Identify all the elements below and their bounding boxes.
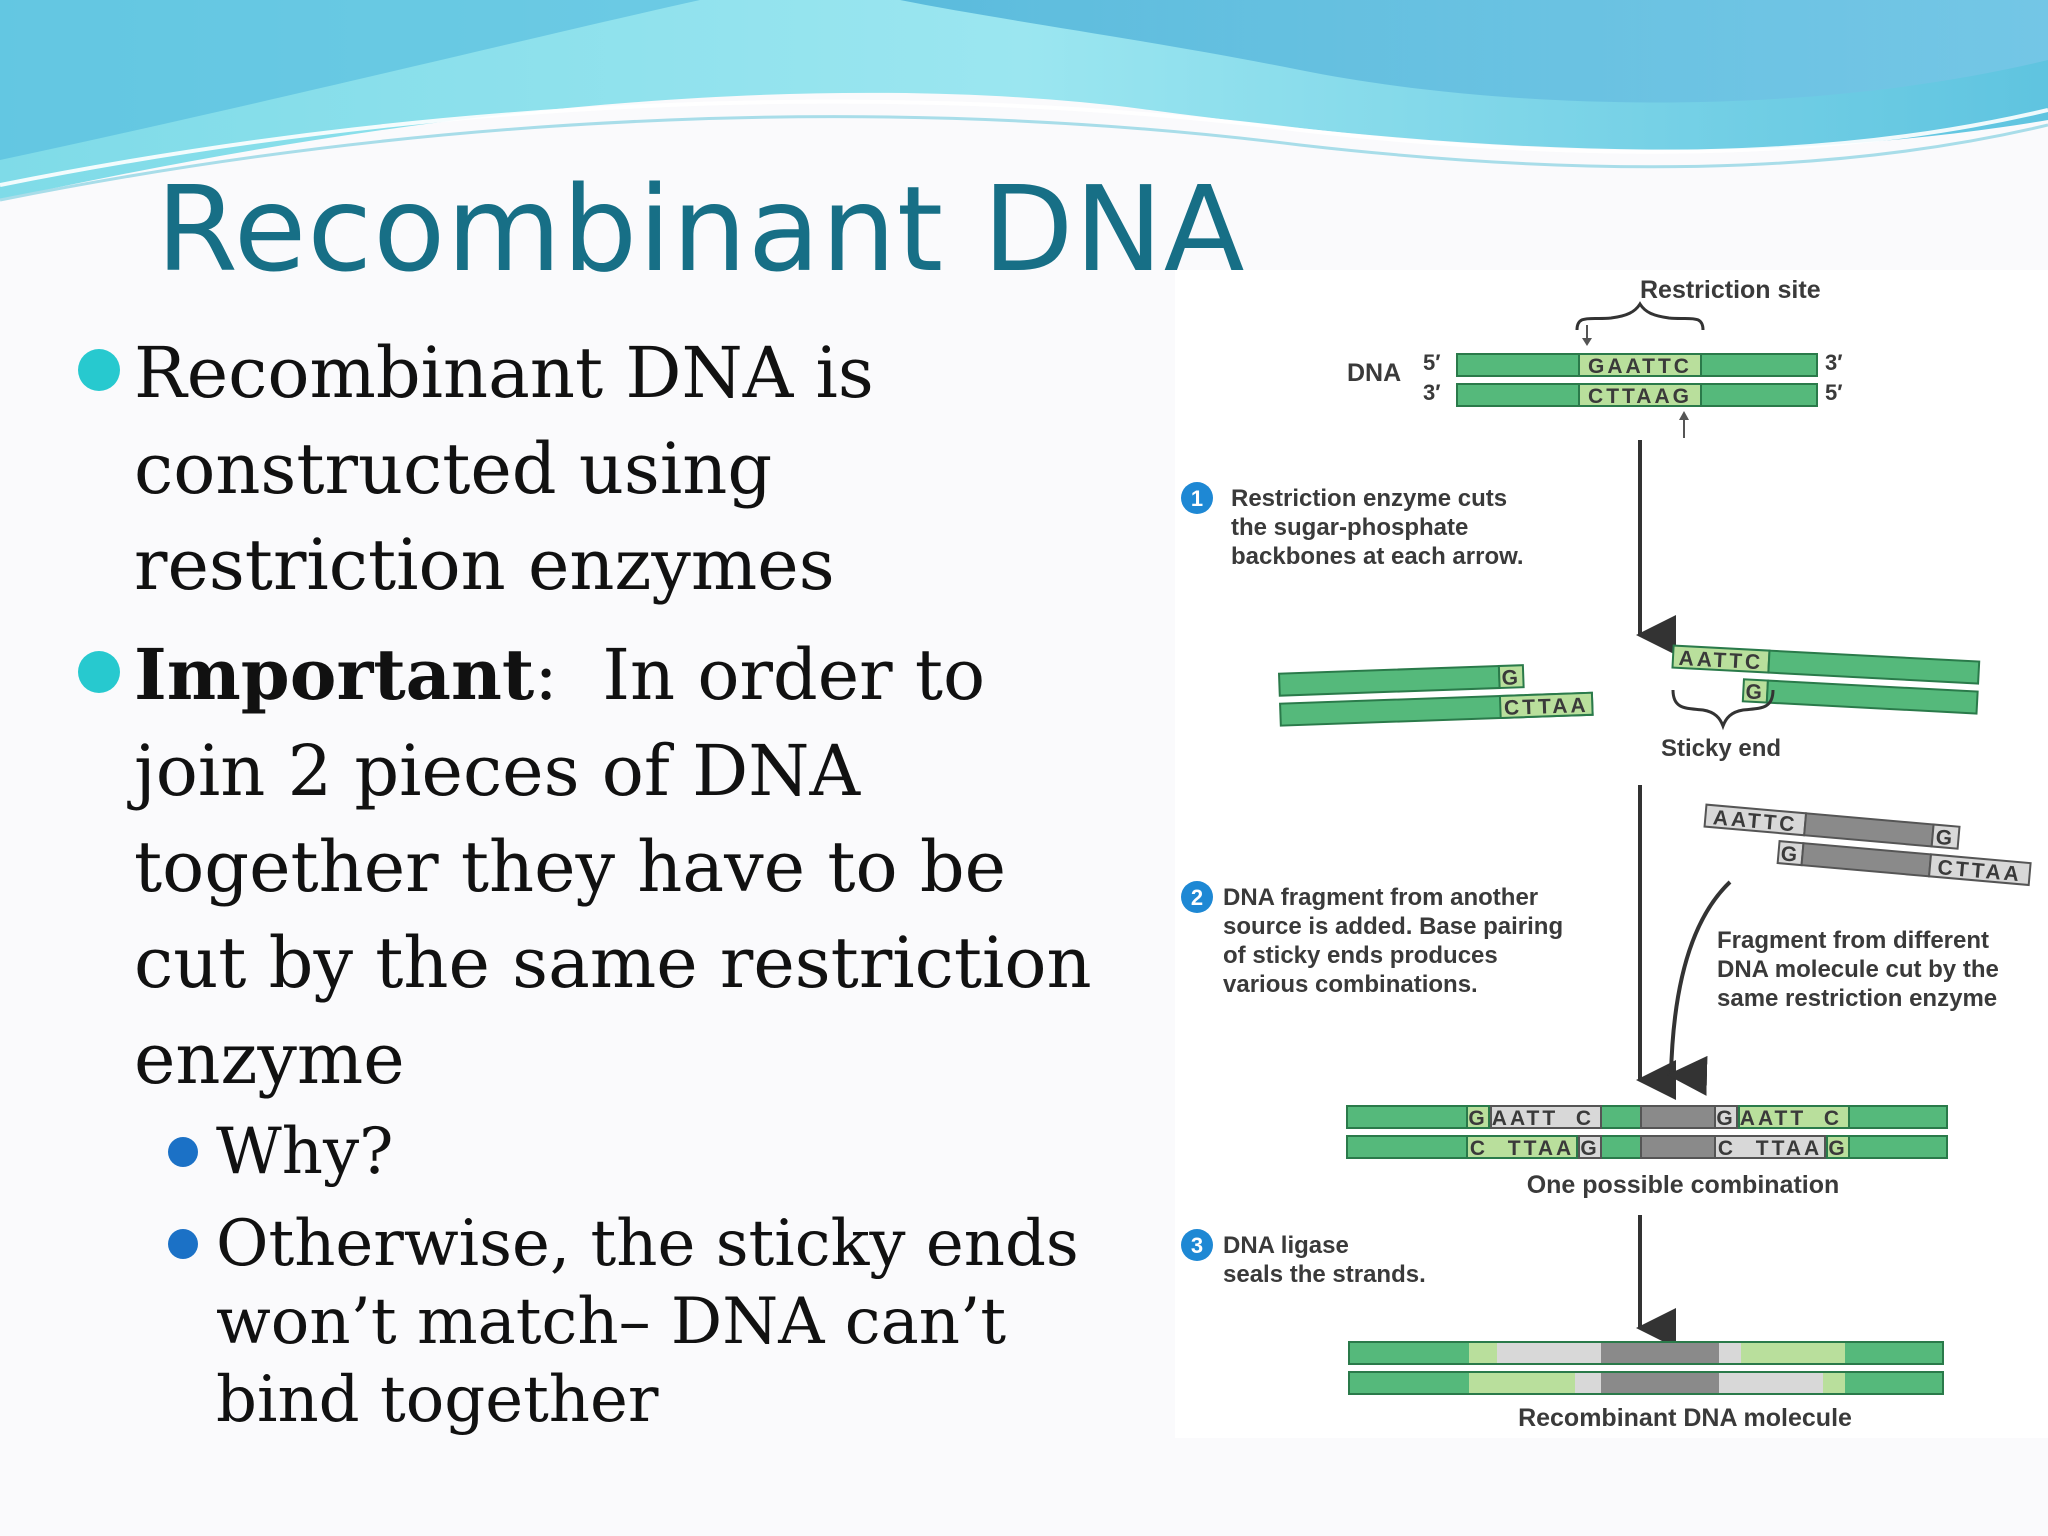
sticky-g: G <box>1501 666 1521 690</box>
gray-g: G <box>1935 826 1956 851</box>
five-prime-label: 5′ <box>1423 350 1441 375</box>
bullet-item: Important: In order to join 2 pieces of … <box>76 627 1136 1107</box>
recombinant-molecule <box>1348 1341 1944 1395</box>
step3-text: DNA ligase seals the strands. <box>1223 1232 1426 1288</box>
combo-c: C <box>1718 1137 1736 1160</box>
bullet-bold-text: Important <box>134 633 535 716</box>
recombinant-dna-diagram: Restriction site DNA 5′ 3′ GAATTC CTTAAG… <box>1175 270 2048 1438</box>
bullet-item: Recombinant DNA is constructed using res… <box>76 325 1136 613</box>
combo-c: C <box>1470 1137 1488 1160</box>
gray-fragment: AATTC G G CTTAA <box>1703 803 2032 886</box>
sub-bullet-item: Otherwise, the sticky ends won’t match– … <box>76 1205 1136 1439</box>
header-wave-decoration <box>0 0 2048 202</box>
combo-g: G <box>1716 1107 1735 1130</box>
combo-g: G <box>1828 1137 1847 1160</box>
recombinant-label: Recombinant DNA molecule <box>1518 1404 1852 1432</box>
restriction-site-label: Restriction site <box>1640 276 1821 304</box>
sticky-end-brace <box>1671 689 1775 731</box>
combination-molecule: G AATT C C TTAA G G AATT C C TTAA G <box>1346 1105 1948 1160</box>
step1-text: Restriction enzyme cuts the sugar-phosph… <box>1231 485 1524 570</box>
dna-label: DNA <box>1347 359 1401 387</box>
five-prime-label: 5′ <box>1825 380 1843 405</box>
fragment-text: Fragment from different DNA molecule cut… <box>1717 927 2006 1012</box>
step2-number: 2 <box>1191 885 1203 910</box>
top-sequence: GAATTC <box>1588 355 1692 378</box>
step1-number: 1 <box>1191 486 1203 511</box>
curved-arrow <box>1667 880 1732 1096</box>
step3-number: 3 <box>1191 1233 1203 1258</box>
restriction-site-top <box>1578 353 1702 377</box>
combo-aatt: AATT <box>1492 1107 1558 1130</box>
restriction-site-bottom <box>1578 383 1702 407</box>
sub-bullet-item: Why? <box>76 1113 1136 1191</box>
bullet-text: Recombinant DNA is constructed using res… <box>134 332 874 606</box>
bullet-punct: : <box>534 634 558 716</box>
step2-text: DNA fragment from another source is adde… <box>1223 884 1570 998</box>
combination-label: One possible combination <box>1527 1171 1840 1199</box>
step1-circle <box>1181 482 1213 514</box>
combo-ttaa: TTAA <box>1508 1137 1574 1160</box>
sub-bullet-text: Why? <box>216 1115 394 1189</box>
combo-ttaa: TTAA <box>1756 1137 1822 1160</box>
cut-arrow-head <box>1582 338 1592 346</box>
bullet-list: Recombinant DNA is constructed using res… <box>76 325 1136 1439</box>
cut-arrow-head <box>1679 411 1689 420</box>
step2-circle <box>1181 881 1213 913</box>
gray-g: G <box>1780 842 1801 867</box>
restriction-site-brace <box>1575 301 1705 331</box>
bullet-dot <box>78 349 120 391</box>
right-cut-fragment: AATTC G <box>1671 644 1981 715</box>
sticky-cttaa: CTTAA <box>1504 694 1589 720</box>
combo-c: C <box>1824 1107 1842 1130</box>
step3-circle <box>1181 1229 1213 1261</box>
sticky-g: G <box>1745 680 1766 704</box>
three-prime-label: 3′ <box>1825 350 1843 375</box>
bullet-dot <box>78 651 120 693</box>
slide-title: Recombinant DNA <box>156 160 1246 298</box>
bottom-sequence: CTTAAG <box>1588 385 1692 408</box>
three-prime-label: 3′ <box>1423 380 1441 405</box>
left-cut-fragment: G CTTAA <box>1277 664 1594 727</box>
combo-c: C <box>1576 1107 1594 1130</box>
combo-g: G <box>1468 1107 1487 1130</box>
combo-aatt: AATT <box>1740 1107 1806 1130</box>
sub-bullet-text: Otherwise, the sticky ends won’t match– … <box>216 1207 1079 1437</box>
sub-bullet-dot <box>168 1137 198 1167</box>
sticky-end-label: Sticky end <box>1661 735 1781 762</box>
combo-g: G <box>1580 1137 1599 1160</box>
bullet-text: In order to join 2 pieces of DNA togethe… <box>134 634 1114 1100</box>
sub-bullet-dot <box>168 1229 198 1259</box>
sticky-aattc: AATTC <box>1678 647 1764 674</box>
